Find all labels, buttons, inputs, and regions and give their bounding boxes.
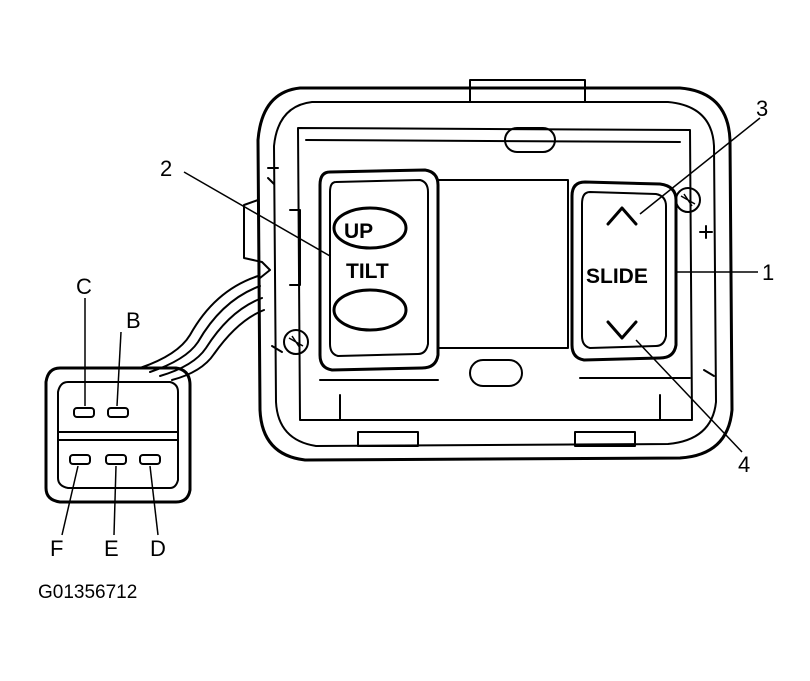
callout-3: 3 (756, 96, 768, 121)
screw-left-icon (283, 329, 309, 355)
callout-2: 2 (160, 156, 172, 181)
pin-label-b: B (126, 308, 141, 333)
slide-backward-arrow-icon[interactable] (606, 320, 638, 340)
connector (44, 366, 192, 504)
pin-leaders (61, 298, 159, 536)
pin-d (139, 454, 161, 465)
wire-harness (139, 275, 265, 381)
tilt-up-button[interactable] (332, 206, 408, 250)
pin-label-d: D (150, 536, 166, 561)
pin-f (69, 454, 91, 465)
slide-forward-arrow-icon[interactable] (606, 206, 638, 226)
callout-4: 4 (738, 452, 750, 477)
pin-label-e: E (104, 536, 119, 561)
tilt-switch[interactable]: UP TILT (318, 168, 440, 372)
slide-label: SLIDE (586, 265, 648, 288)
switch-housing (243, 79, 734, 462)
tilt-label: TILT (346, 260, 389, 283)
pin-e (105, 454, 127, 465)
slide-switch[interactable]: SLIDE (570, 180, 678, 362)
pin-c (73, 407, 95, 418)
figure-code: G01356712 (38, 582, 137, 603)
callout-leaders (183, 117, 761, 453)
tilt-up-label: UP (344, 220, 373, 243)
tilt-down-button[interactable] (332, 288, 408, 332)
pin-b (107, 407, 129, 418)
pin-label-f: F (50, 536, 63, 561)
pin-label-c: C (76, 274, 92, 299)
callout-1: 1 (762, 260, 774, 285)
